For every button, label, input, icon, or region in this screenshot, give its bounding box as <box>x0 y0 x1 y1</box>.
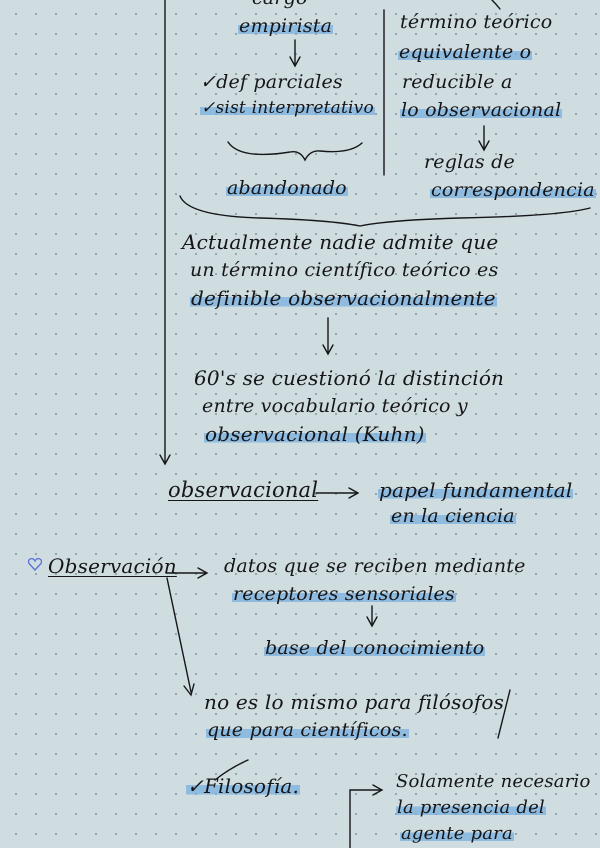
note-receptores: receptores sensoriales <box>232 582 456 606</box>
note-en-la-ciencia-text: en la ciencia <box>390 505 516 527</box>
note-60s: 60's se cuestionó la distinción <box>194 366 504 390</box>
note-observacional-kuhn: observacional (Kuhn) <box>204 422 426 446</box>
note-la-presencia: la presencia del <box>396 796 546 820</box>
note-base-text: base del conocimiento <box>264 637 485 659</box>
arrow-filosofia-right <box>350 790 380 848</box>
note-observacional-text: observacional <box>168 478 318 502</box>
note-reducible: reducible a <box>402 70 513 94</box>
note-no-es: no es lo mismo para filósofos <box>204 690 504 714</box>
note-cargo: cargo <box>252 0 308 10</box>
note-agente-text: agente para <box>400 823 514 844</box>
note-correspondencia: correspondencia <box>430 178 596 202</box>
note-actualmente: Actualmente nadie admite que <box>182 230 498 254</box>
note-termino-teorico: término teórico <box>400 10 552 34</box>
note-base: base del conocimiento <box>264 636 485 660</box>
note-empirista-text: empirista <box>238 15 333 37</box>
heart-outline-icon <box>27 556 43 572</box>
note-filosofia-text: ✓Filosofía. <box>186 774 300 798</box>
note-datos: datos que se reciben mediante <box>224 554 526 578</box>
note-definible: definible observacionalmente <box>190 286 497 310</box>
brace-left <box>228 142 362 160</box>
note-abandonado-text: abandonado <box>226 177 348 199</box>
note-un-termino: un término científico teórico es <box>190 258 498 282</box>
note-reglas: reglas de <box>424 150 515 174</box>
note-receptores-text: receptores sensoriales <box>232 583 456 605</box>
note-empirista: empirista <box>238 14 333 38</box>
note-abandonado: abandonado <box>226 176 348 200</box>
note-sist-interpretativo: ✓sist interpretativo <box>200 96 375 120</box>
note-filosofia: ✓Filosofía. <box>186 774 300 798</box>
note-equivalente-text: equivalente o <box>398 41 532 63</box>
note-observacional: observacional <box>168 478 318 502</box>
note-papel-text: papel fundamental <box>378 478 573 502</box>
note-equivalente: equivalente o <box>398 40 532 64</box>
note-entre-vocabulario: entre vocabulario teórico y <box>202 394 468 418</box>
note-sist-interpretativo-text: ✓sist interpretativo <box>200 98 375 118</box>
arrow-observacion-diagonal <box>167 578 191 692</box>
main-vertical-arrowhead <box>160 455 170 464</box>
note-papel: papel fundamental <box>378 478 573 502</box>
note-agente: agente para <box>400 822 514 846</box>
note-que-para-text: que para científicos. <box>206 719 409 741</box>
note-definible-text: definible observacionalmente <box>190 286 497 310</box>
note-lo-observacional-text: lo observacional <box>400 99 562 121</box>
note-lo-observacional: lo observacional <box>400 98 562 122</box>
note-la-presencia-text: la presencia del <box>396 797 546 818</box>
note-observacion-text: Observación <box>48 554 177 578</box>
note-observacion: Observación <box>48 554 177 578</box>
note-que-para: que para científicos. <box>206 718 409 742</box>
note-solamente: Solamente necesario <box>396 770 591 794</box>
note-correspondencia-text: correspondencia <box>430 179 596 201</box>
note-def-parciales: ✓def parciales <box>200 70 343 94</box>
note-en-la-ciencia: en la ciencia <box>390 504 516 528</box>
note-observacional-kuhn-text: observacional (Kuhn) <box>204 422 426 446</box>
